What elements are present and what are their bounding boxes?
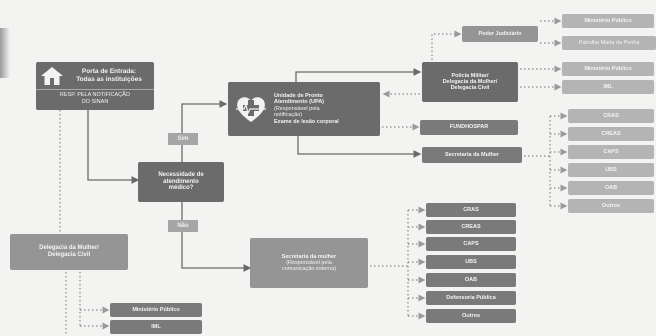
delegacia-target-ministerio: Ministério Público <box>110 303 202 317</box>
upa-line3: (Responsável pela <box>274 105 320 112</box>
sec-bottom-target-cras: CRAS <box>426 203 516 217</box>
scan-edge <box>0 28 10 78</box>
entry-title: Porta de Entrada: <box>81 68 137 76</box>
sec-top-target-outros: Outros <box>568 199 654 213</box>
entry-resp-line1: RESP. PELA NOTIFICAÇÃO <box>59 92 131 98</box>
delegacia-left-box: Delegacia da Mulher/ Delegacia Civil <box>10 234 128 270</box>
upa-line4: notificação) <box>274 112 303 119</box>
entry-subtitle: Todas as instituições <box>76 76 142 83</box>
decision-line3: médico? <box>168 185 194 192</box>
secretaria-bottom-line2: (Responsável pela <box>286 259 332 266</box>
secretaria-top-box: Secretaria da Mulher <box>422 147 522 163</box>
secretaria-bottom-box: Secretaria da mulher (Responsável pela c… <box>250 238 368 288</box>
no-label: Não <box>168 220 198 232</box>
sec-top-target-caps: CAPS <box>568 145 654 159</box>
entry-resp-line2: DO SINAN <box>81 98 109 105</box>
sec-bottom-target-defensoria: Defensoria Pública <box>426 291 516 305</box>
policia-line1: Polícia Militar/ <box>451 72 489 79</box>
policia-box: Polícia Militar/ Delegacia da Mulher/ De… <box>422 62 518 102</box>
delegacia-target-iml: IML <box>110 320 202 334</box>
heart-pulse-cross-icon <box>236 97 266 122</box>
upa-line1: Unidade de Pronto <box>274 92 323 99</box>
policia-line2: Delegacia da Mulher/ <box>442 78 498 85</box>
policia-target-ministerio: Ministério Público <box>562 62 654 76</box>
sec-bottom-target-caps: CAPS <box>426 237 516 251</box>
sec-top-target-creas: CREAS <box>568 127 654 141</box>
secretaria-bottom-line3: comunicação externa) <box>281 266 337 273</box>
sec-bottom-target-creas: CREAS <box>426 220 516 234</box>
decision-line2: atendimento <box>163 178 199 185</box>
sec-top-target-oab: OAB <box>568 181 654 195</box>
entry-box: Porta de Entrada: Todas as instituições … <box>36 62 154 110</box>
policia-target-iml: IML <box>562 80 654 94</box>
sec-bottom-target-ubs: UBS <box>426 255 516 269</box>
sec-top-target-ubs: UBS <box>568 163 654 177</box>
yes-label: Sim <box>168 133 198 145</box>
policia-line3: Delegacia Civil <box>450 85 490 92</box>
upa-box: Unidade de Pronto Atendimento (UPA) (Res… <box>228 82 380 136</box>
judiciario-target-ministerio: Ministério Público <box>562 14 654 28</box>
decision-line1: Necessidade de <box>158 171 204 178</box>
sec-bottom-target-oab: OAB <box>426 273 516 287</box>
sec-bottom-target-outros: Outros <box>426 309 516 323</box>
upa-line2: Atendimento (UPA) <box>274 99 325 106</box>
judiciario-target-patrulha: Patrulha Maria da Penha <box>562 36 656 50</box>
fundhospar-box: FUNDHOSPAR <box>420 120 518 135</box>
upa-line5: Exame de lesão corporal <box>274 118 339 125</box>
poder-judiciario-box: Poder Judiciário <box>462 26 538 42</box>
sec-top-target-cras: CRAS <box>568 109 654 123</box>
delegacia-left-line1: Delegacia da Mulher/ <box>39 245 99 252</box>
delegacia-left-line2: Delegacia Civil <box>47 252 91 258</box>
decision-box: Necessidade de atendimento médico? <box>138 162 224 202</box>
secretaria-bottom-line1: Secretaria da mulher <box>281 253 337 260</box>
house-icon <box>41 67 63 85</box>
